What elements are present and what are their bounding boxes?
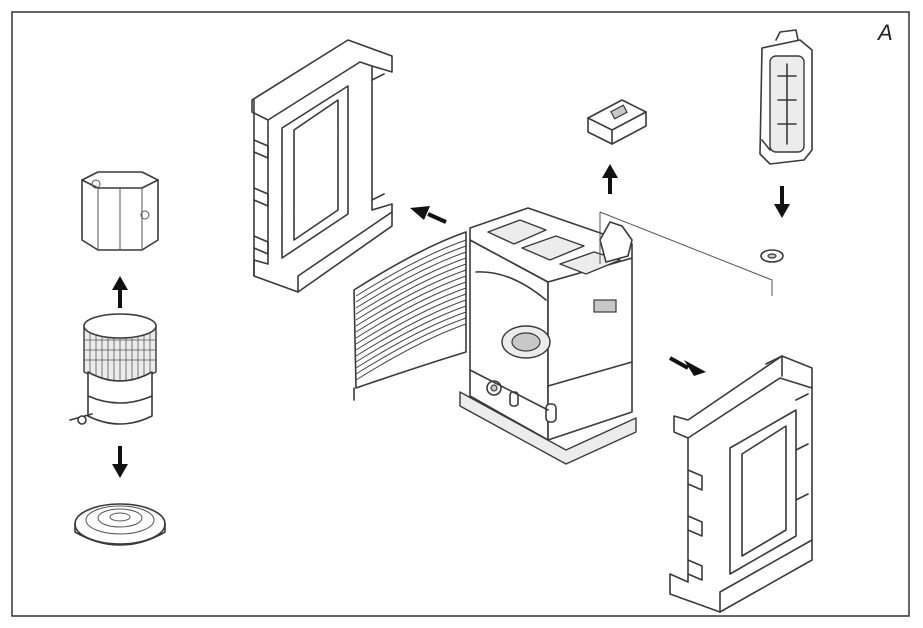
gasket-ring: [760, 249, 784, 263]
diagonal-arrow-icon: [410, 206, 447, 224]
burner-base-plate: [74, 503, 166, 546]
heater-body: [459, 207, 637, 465]
fuel-cartridge: [759, 29, 813, 165]
leader-line: [599, 211, 773, 296]
panel-label: A: [878, 20, 893, 45]
front-grille: [353, 231, 467, 401]
diagonal-arrow-icon: [669, 356, 706, 376]
down-arrow-icon: [112, 446, 128, 478]
chimney-ring: [81, 171, 159, 251]
left-side-panel: [251, 39, 393, 293]
up-arrow-icon: [602, 164, 618, 194]
right-side-panel: [669, 355, 813, 613]
down-arrow-icon: [774, 186, 790, 218]
small-part: [587, 99, 647, 145]
burner-assembly: [69, 313, 157, 425]
figure-border: [11, 11, 910, 617]
up-arrow-icon: [112, 276, 128, 308]
